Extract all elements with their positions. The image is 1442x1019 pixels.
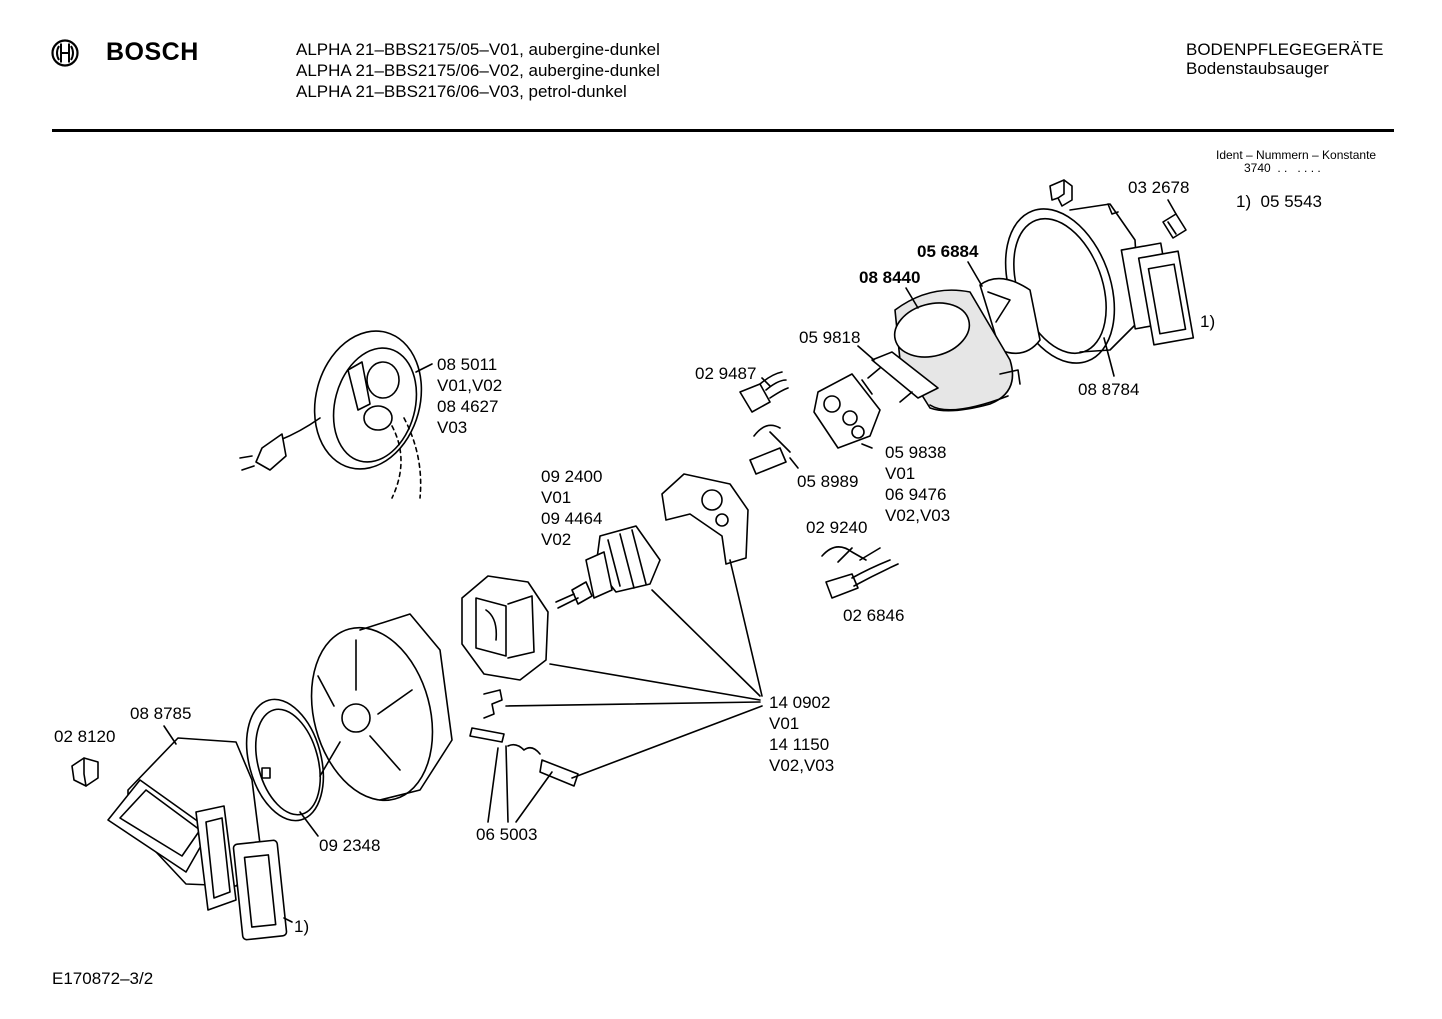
part-028120: 02 8120 [54, 727, 116, 746]
brush-holder-bracket-icon [661, 473, 749, 565]
seal-ring-icon [979, 277, 1041, 355]
part-059838: 05 9838 [885, 443, 947, 462]
leader-line [857, 345, 875, 361]
header-divider [52, 129, 1394, 132]
leader-line [415, 363, 433, 373]
bosch-armature-logo-icon [51, 39, 79, 67]
cable-reel-icon [239, 330, 423, 499]
part-029240: 02 9240 [806, 518, 868, 537]
suppressor-capacitor-icon [749, 424, 791, 475]
category-subtitle: Bodenstaubsauger [1186, 59, 1329, 78]
carbon-brush-icon [469, 727, 579, 787]
leader-line [299, 811, 319, 837]
clip-part-icon [1049, 179, 1073, 207]
part-140902: 14 0902 [769, 693, 831, 712]
leader-line [729, 559, 763, 697]
model-line-1: ALPHA 21–BBS2175/05–V01, aubergine-dunke… [296, 40, 660, 59]
wire-connector-icon [739, 371, 789, 413]
front-clip-icon [71, 757, 99, 787]
part-059818: 05 9818 [799, 328, 861, 347]
part-085011: 08 5011 [437, 355, 498, 374]
part-140902-variant: V01 [769, 714, 800, 733]
part-092348: 09 2348 [319, 836, 381, 855]
leader-line [1167, 199, 1177, 215]
part-141150: 14 1150 [769, 735, 830, 754]
part-069476-variant: V02,V03 [885, 506, 951, 525]
model-line-2: ALPHA 21–BBS2175/06–V02, aubergine-dunke… [296, 61, 660, 80]
ident-title: Ident – Nummern – Konstante [1216, 148, 1377, 162]
part-088784: 08 8784 [1078, 380, 1140, 399]
leader-line [505, 745, 509, 823]
part-092400: 09 2400 [541, 467, 603, 486]
resistor-part-icon [825, 559, 899, 599]
part-084627: 08 4627 [437, 397, 499, 416]
part-084627-variant: V03 [437, 418, 468, 437]
leader-line [905, 287, 919, 309]
leader-line [571, 705, 763, 779]
ident-value: 3740 . . . . . . [1244, 161, 1321, 175]
part-088785: 08 8785 [130, 704, 192, 723]
part-092400-variant: V01 [541, 488, 572, 507]
part-094464: 09 4464 [541, 509, 603, 528]
category-title: BODENPFLEGEGERÄTE [1186, 40, 1384, 59]
leader-line [651, 589, 761, 697]
armature-rotor-icon [555, 525, 661, 609]
gasket-plate-icon [867, 351, 939, 403]
part-058989: 05 8989 [797, 472, 859, 491]
footnote-right: 1) [1200, 312, 1216, 331]
brand-name: BOSCH [106, 38, 199, 66]
leader-line [163, 725, 177, 745]
thermal-fuse-icon [821, 546, 881, 563]
fan-housing-icon [310, 613, 453, 802]
front-housing-icon [107, 737, 263, 911]
clip-spring-icon [483, 689, 503, 719]
part-094464-variant: V02 [541, 530, 572, 549]
part-065003: 06 5003 [476, 825, 538, 844]
leader-line [515, 771, 553, 823]
part-032678: 03 2678 [1128, 178, 1190, 197]
leader-line [283, 917, 293, 923]
footnote-left: 1) [294, 917, 310, 936]
part-056884: 05 6884 [917, 242, 979, 261]
part-069476: 06 9476 [885, 485, 947, 504]
document-id: E170872–3/2 [52, 969, 154, 988]
leader-line [505, 701, 761, 707]
ident-footnote: 1) 05 5543 [1236, 192, 1323, 211]
part-088440: 08 8440 [859, 268, 921, 287]
leader-line [761, 377, 771, 387]
stator-field-coil-icon [461, 575, 549, 681]
model-line-3: ALPHA 21–BBS2176/06–V03, petrol-dunkel [296, 82, 627, 101]
small-tab-icon [1162, 213, 1187, 239]
part-059838-variant: V01 [885, 464, 916, 483]
part-026846: 02 6846 [843, 606, 905, 625]
leader-line [861, 443, 873, 449]
control-board-icon [813, 373, 881, 449]
part-085011-variant: V01,V02 [437, 376, 503, 395]
leader-line [549, 663, 761, 701]
leader-line [1103, 337, 1115, 377]
leader-line [967, 261, 983, 287]
part-029487: 02 9487 [695, 364, 757, 383]
leader-line [487, 747, 499, 823]
filter-frame-icon [232, 839, 288, 941]
leader-line [789, 457, 799, 469]
part-141150-variant: V02,V03 [769, 756, 835, 775]
